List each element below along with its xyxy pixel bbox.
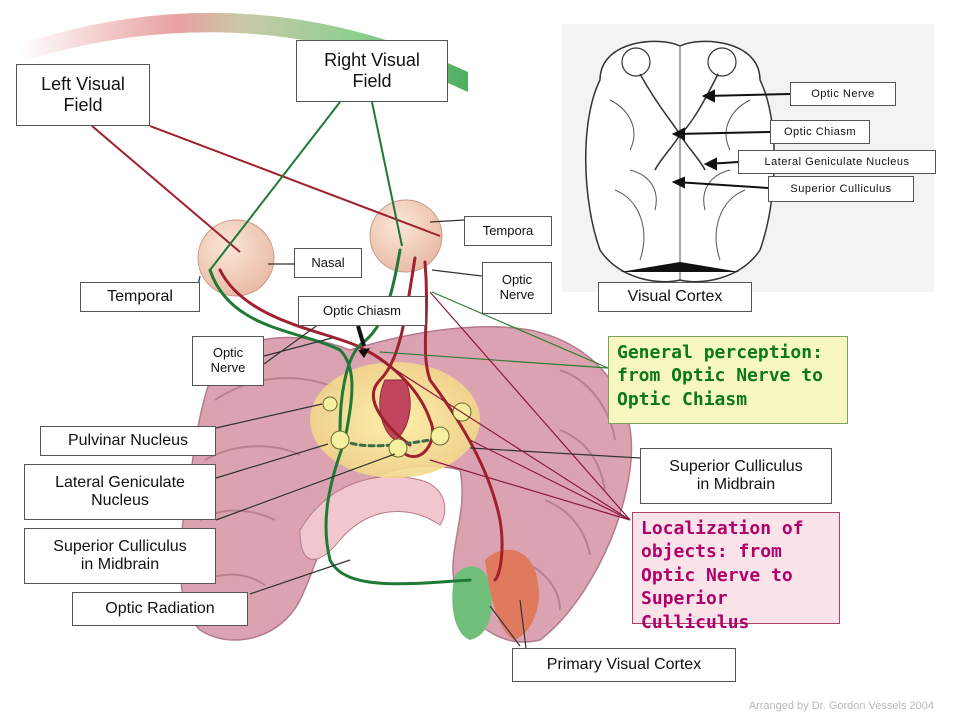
left-field-ray-left-eye [91, 125, 241, 253]
general-perception-leaders [379, 291, 609, 369]
left-visual-field-label: Left Visual Field [16, 64, 150, 126]
inset-optic-nerve-label: Optic Nerve [790, 82, 896, 106]
optic-radiation-label: Optic Radiation [72, 592, 248, 626]
inset-lateral-geniculate-nucleus-label: Lateral Geniculate Nucleus [738, 150, 936, 174]
left-eye [197, 219, 275, 297]
right-field-ray-left-eye [209, 101, 341, 271]
general-perception-note: General perception: from Optic Nerve to … [608, 336, 848, 424]
credit-text: Arranged by Dr. Gordon Vessels 2004 [748, 700, 934, 712]
pulvinar-nucleus-label: Pulvinar Nucleus [40, 426, 216, 456]
optic-nerve-right-label: Optic Nerve [482, 262, 552, 314]
optic-chiasm-label: Optic Chiasm [298, 296, 426, 326]
leader-lines [197, 219, 641, 649]
inset-optic-chiasm-label: Optic Chiasm [770, 120, 870, 144]
temporal-left-label: Temporal [80, 282, 200, 312]
visual-field-arc [20, 12, 468, 92]
inset-superior-culliculus-label: Superior Culliculus [768, 176, 914, 202]
left-field-ray-right-eye [149, 125, 441, 237]
nuclei-nodes [322, 396, 472, 458]
localization-leaders [379, 291, 631, 521]
primary-visual-cortex-label: Primary Visual Cortex [512, 648, 736, 682]
nasal-label: Nasal [294, 248, 362, 278]
optic-nerve-left-label: Optic Nerve [192, 336, 264, 386]
right-visual-field-label: Right Visual Field [296, 40, 448, 102]
superior-culliculus-left-label: Superior Culliculus in Midbrain [24, 528, 216, 584]
visual-cortex-label: Visual Cortex [598, 282, 752, 312]
superior-culliculus-right-label: Superior Culliculus in Midbrain [640, 448, 832, 504]
right-eye [369, 199, 443, 273]
localization-note: Localization of objects: from Optic Nerv… [632, 512, 840, 633]
right-field-ray-right-eye [371, 101, 403, 247]
temporal-right-label: Tempora [464, 216, 552, 246]
lateral-geniculate-nucleus-label: Lateral Geniculate Nucleus [24, 464, 216, 520]
